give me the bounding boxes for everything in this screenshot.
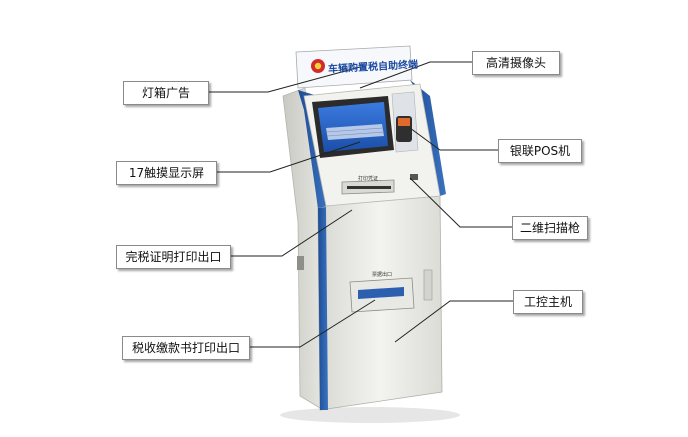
side-handle	[297, 256, 304, 270]
leader-lines	[207, 61, 513, 348]
lower-blue-trim	[318, 207, 328, 410]
scanner-window	[410, 174, 418, 180]
callout-tax-cert-outlet: 完税证明打印出口	[116, 245, 231, 269]
callout-tax-bill-outlet: 税收缴款书打印出口	[122, 336, 250, 360]
upper-right-trim	[410, 80, 446, 196]
side-door	[423, 269, 433, 301]
top-slot-label: 打印凭证	[358, 176, 379, 182]
header-lightbox	[295, 45, 413, 89]
callout-scanner: 二维扫描枪	[512, 216, 588, 240]
callout-lightbox: 灯箱广告	[123, 81, 209, 105]
callout-camera: 高清摄像头	[472, 51, 560, 75]
callout-pos: 银联POS机	[498, 139, 582, 163]
callout-ipc: 工控主机	[513, 290, 583, 314]
floor-shadow	[280, 407, 460, 423]
callout-touchscreen: 17触摸显示屏	[116, 161, 217, 185]
bottom-slot-label: 票据出口	[372, 272, 393, 278]
